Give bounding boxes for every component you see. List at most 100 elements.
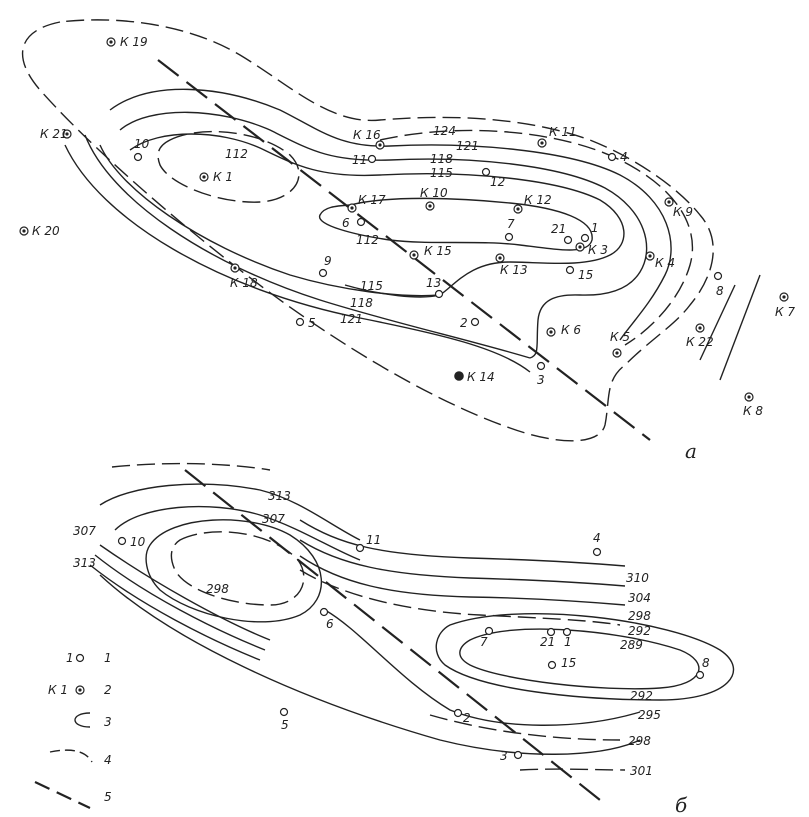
well-marker (279, 707, 289, 717)
panel-a-kwell-6: К 6 (561, 323, 581, 337)
panel-a-contour-121-lower (64, 144, 531, 373)
panel-a-contour-112-left (157, 130, 300, 203)
panel-b-letter: б (675, 793, 688, 817)
well-marker (536, 361, 546, 371)
panel-a-kwell-7: К 7 (775, 305, 795, 319)
panel-b-well-2: 2 (463, 711, 471, 725)
panel-a-kwell-14: К 14 (467, 370, 495, 384)
well-marker (319, 607, 329, 617)
panel-b-label-298-lower: 298 (628, 734, 651, 748)
panel-a-label-121-lower: 121 (340, 312, 363, 326)
panel-b-label-292: 292 (628, 624, 651, 638)
legend-num-2: 2 (104, 683, 112, 697)
k-well-marker (575, 242, 585, 252)
panel-a-well-7: 7 (507, 217, 515, 231)
panel-a-well-12: 12 (490, 175, 505, 189)
panel-a-contour-121-upper (109, 88, 672, 341)
panel-a-contour-112-right (319, 197, 593, 251)
panel-b-well-3: 3 (500, 749, 508, 763)
panel-b-well-8: 8 (702, 656, 710, 670)
panel-a-kwell-21: К 21 (40, 127, 68, 141)
well-marker (565, 265, 575, 275)
panel-a-fault-line (157, 59, 651, 441)
panel-a-well-2: 2 (460, 316, 468, 330)
well-marker (434, 289, 444, 299)
well-marker (562, 627, 572, 637)
panel-b-well-6: 6 (326, 617, 334, 631)
well-marker (117, 536, 127, 546)
panel-a-well-8: 8 (716, 284, 724, 298)
panel-a-label-115: 115 (430, 166, 453, 180)
legend: 1 1 К 1 2 3 4 5 (34, 651, 112, 809)
k-well-marker (495, 253, 505, 263)
panel-a-label-112-left: 112 (225, 147, 248, 161)
panel-a-label-124: 124 (433, 124, 456, 138)
panel-a-kwell-8: К 8 (743, 404, 763, 418)
legend-num-1: 1 (104, 651, 112, 665)
panel-a-kwell-1: К 1 (213, 170, 233, 184)
k-well-marker (744, 392, 754, 402)
k-well-marker (106, 37, 116, 47)
panel-a-kwell-11: К 11 (549, 125, 577, 139)
k-well-marker (230, 263, 240, 273)
k-well-marker (199, 172, 209, 182)
panel-a-contour-118-upper (119, 111, 648, 359)
well-marker (356, 217, 366, 227)
panel-a-contour-124 (379, 129, 694, 346)
panel-b-well-10: 10 (130, 535, 146, 549)
panel-b-label-307-left: 307 (73, 524, 96, 538)
panel-a: 124 121 118 115 112 112 115 118 121 1 2 … (19, 19, 795, 463)
panel-a-wells: 1 2 3 4 5 6 7 8 9 10 11 12 13 15 21 (133, 137, 724, 387)
legend-key-1: 1 (66, 651, 74, 665)
well-marker (453, 708, 463, 718)
well-marker (563, 235, 573, 245)
panel-b-label-307-top: 307 (262, 512, 285, 526)
well-marker (481, 167, 491, 177)
panel-a-right-stroke-1 (699, 284, 736, 361)
panel-a-label-115-lower: 115 (360, 279, 383, 293)
well-marker (504, 232, 514, 242)
panel-a-kwell-18: К 18 (230, 276, 258, 290)
panel-a-kwell-5: К 5 (610, 330, 630, 344)
panel-b-contour-301 (519, 768, 626, 771)
legend-num-3: 3 (104, 715, 112, 729)
legend-solid-contour-symbol (74, 712, 91, 728)
panel-b-label-313-left: 313 (73, 556, 96, 570)
panel-b-label-295: 295 (638, 708, 661, 722)
panel-a-kwell-15: К 15 (424, 244, 452, 258)
k-well-marker (375, 140, 385, 150)
panel-a-well-13: 13 (426, 276, 441, 290)
k-well-marker (664, 197, 674, 207)
panel-a-well-11: 11 (352, 153, 367, 167)
well-marker (547, 660, 557, 670)
panel-a-label-118-lower: 118 (350, 296, 373, 310)
panel-b-contour-298-lower (429, 714, 621, 741)
panel-b-well-11: 11 (366, 533, 381, 547)
panel-a-kwell-17: К 17 (358, 193, 386, 207)
panel-b-contour-298-closed (170, 531, 305, 606)
legend-num-4: 4 (104, 753, 112, 767)
panel-b-contour-295 (324, 609, 641, 726)
legend-dashed-contour-symbol (49, 749, 93, 763)
well-marker (318, 268, 328, 278)
well-marker (470, 317, 480, 327)
panel-a-well-4: 4 (620, 150, 628, 164)
panel-a-kwell-20: К 20 (32, 224, 60, 238)
panel-a-kwell-13: К 13 (500, 263, 528, 277)
panel-a-kwell-19: К 19 (120, 35, 148, 49)
panel-b-contour-298 (299, 555, 626, 606)
panel-b-left-parallel-3 (89, 564, 261, 661)
panel-b-label-298-inner: 298 (206, 582, 229, 596)
panel-b-well-21: 21 (540, 635, 555, 649)
well-marker (713, 271, 723, 281)
k-well-marker (546, 327, 556, 337)
panel-a-kwell-10: К 10 (420, 186, 448, 200)
panel-b-label-292-lower: 292 (630, 689, 653, 703)
panel-a-well-10: 10 (134, 137, 150, 151)
panel-a-well-5: 5 (308, 316, 316, 330)
panel-a-well-6: 6 (342, 216, 350, 230)
k-well-marker (454, 371, 464, 381)
legend-k-well-symbol (75, 685, 85, 695)
panel-a-kwell-12: К 12 (524, 193, 552, 207)
